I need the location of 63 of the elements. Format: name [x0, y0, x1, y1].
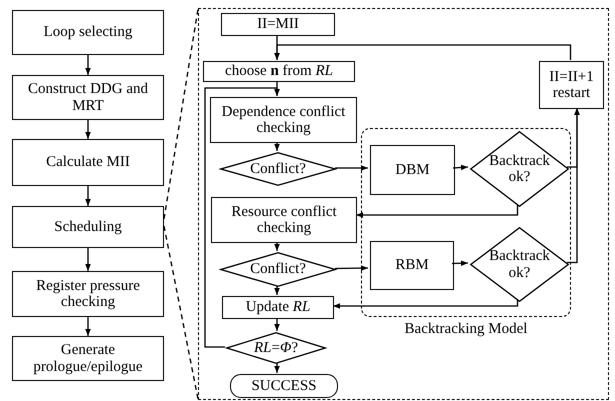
zoom-line	[163, 8, 199, 220]
arrow	[274, 318, 280, 331]
arrow	[452, 260, 468, 266]
node-label: Conflict?	[250, 160, 306, 178]
process-box	[203, 61, 355, 82]
process-box	[222, 296, 334, 319]
node-label: Construct DDG and MRT	[27, 81, 149, 114]
node-label: Resource conflict checking	[230, 204, 338, 236]
arrow	[85, 55, 91, 75]
process-box	[211, 197, 357, 243]
arrow	[567, 108, 580, 264]
arrow	[335, 265, 368, 271]
decision-diamond	[220, 152, 336, 186]
arrow	[356, 205, 518, 218]
node-label: Calculate MII	[46, 154, 130, 171]
process-box	[12, 206, 164, 248]
node-label: Scheduling	[54, 218, 122, 236]
process-box	[12, 271, 164, 317]
process-box	[370, 145, 455, 195]
node-label: RL=Φ?	[254, 340, 298, 356]
arrow	[452, 164, 468, 170]
process-box	[370, 241, 454, 290]
node-label: DBM	[395, 162, 430, 178]
node-label: Dependence conflict checking	[220, 104, 346, 136]
node-label: Loop selecting	[44, 24, 132, 41]
decision-diamond	[470, 227, 569, 302]
node-label: II=MII	[257, 16, 299, 33]
process-box	[12, 10, 164, 55]
detail-frame	[198, 8, 609, 400]
node-label: Conflict?	[250, 261, 306, 278]
arrow	[85, 186, 91, 206]
arrow	[274, 142, 280, 151]
arrow	[274, 363, 280, 373]
arrow	[204, 87, 280, 348]
decision-diamond	[470, 131, 569, 207]
terminal-box	[230, 374, 338, 398]
arrow	[274, 242, 280, 251]
arrow	[274, 44, 572, 60]
node-label: SUCCESS	[251, 378, 317, 394]
process-box	[539, 61, 604, 109]
node-label: Register pressure checking	[35, 278, 141, 310]
process-box	[210, 97, 357, 143]
node-label: Backtrack ok?	[488, 152, 551, 186]
zoom-line	[163, 226, 199, 400]
node-label: RBM	[395, 257, 429, 274]
arrow	[333, 300, 518, 309]
process-box	[12, 75, 164, 120]
arrow	[274, 286, 280, 295]
group-title: Backtracking Model	[404, 321, 528, 338]
node-label: Generate prologue/epilogue	[32, 342, 144, 375]
node-label: Backtrack ok?	[488, 248, 551, 281]
process-box	[12, 139, 164, 186]
node-label: choose n from RL	[225, 63, 333, 80]
decision-diamond	[220, 252, 336, 287]
decision-diamond	[226, 332, 326, 364]
process-box	[221, 13, 335, 36]
arrow	[85, 317, 91, 336]
process-box	[12, 336, 164, 381]
node-label: II=II+1 restart	[548, 68, 595, 102]
node-label: Update RL	[246, 299, 310, 316]
arrow	[85, 120, 91, 139]
arrow	[85, 248, 91, 271]
arrow	[335, 165, 368, 171]
